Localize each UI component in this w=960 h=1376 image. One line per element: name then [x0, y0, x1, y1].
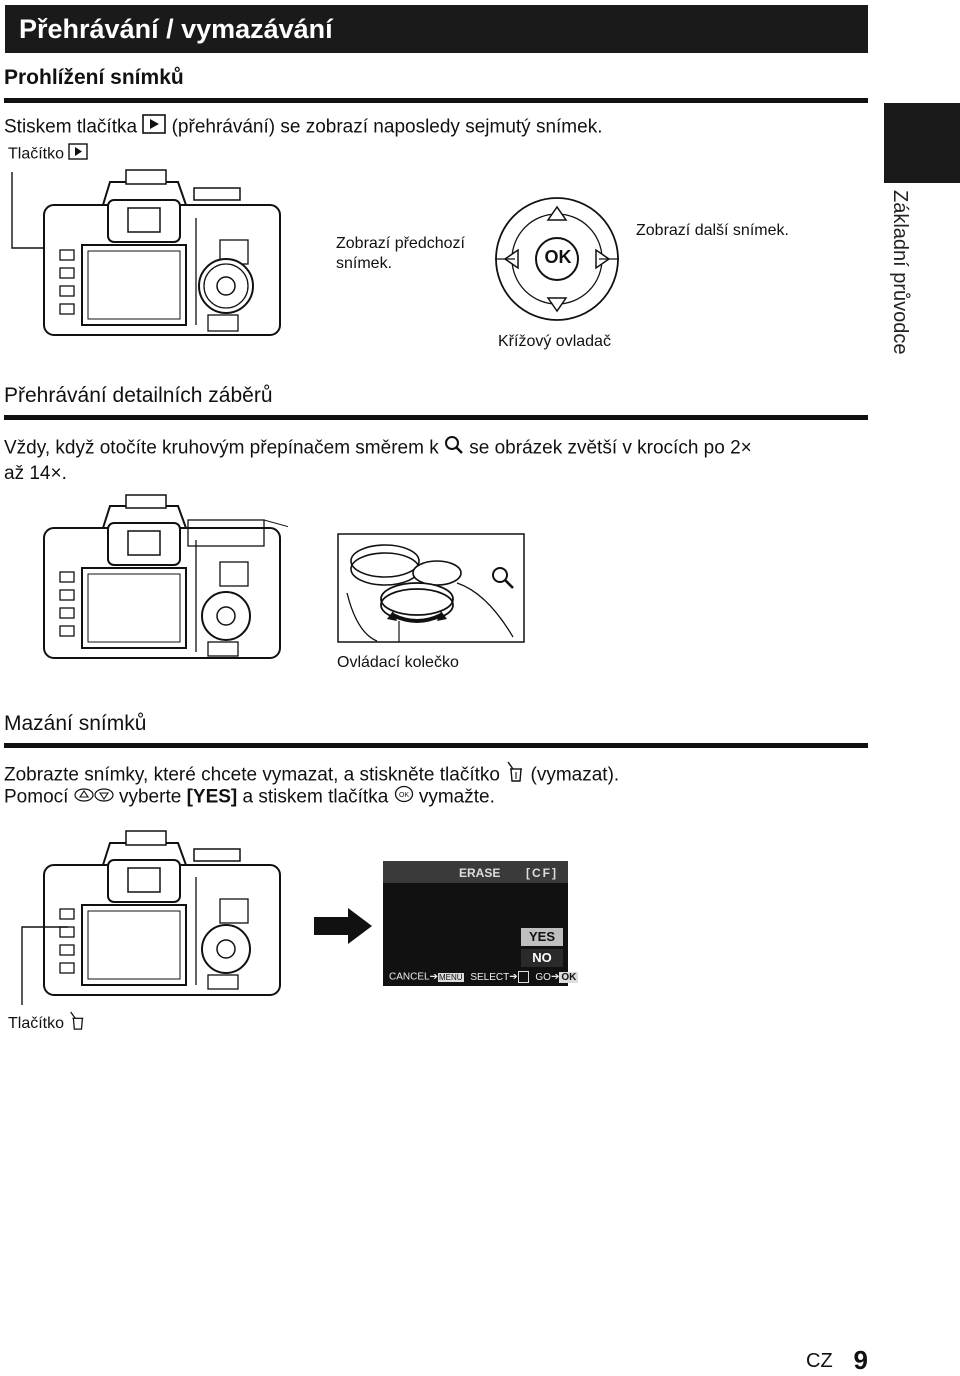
erase-button-label: Tlačítko: [8, 1015, 65, 1033]
section3-line2: Pomocí vyberte [YES] a stiskem tlačítka …: [4, 785, 495, 810]
yes-option-text: [YES]: [186, 786, 238, 808]
side-tab-label: Základní průvodce: [889, 190, 911, 355]
section3-line1-after: (vymazat).: [530, 764, 620, 786]
section3-line1-before: Zobrazte snímky, které chcete vymazat, a…: [4, 764, 500, 786]
lcd-ok-key: OK: [559, 971, 579, 983]
play-icon: [142, 114, 167, 141]
lcd-card: [CF]: [526, 866, 558, 880]
next-image-label: Zobrazí další snímek.: [636, 222, 789, 239]
section2-text: Vždy, když otočíte kruhovým přepínačem s…: [4, 435, 864, 486]
camera-back-illustration: [43, 494, 288, 659]
play-button-callout: Tlačítko: [8, 143, 89, 166]
section2-text-line2: až 14×.: [4, 463, 67, 484]
trash-icon: [68, 1011, 86, 1037]
camera-back-illustration: [11, 169, 281, 336]
erase-lcd-screen: ERASE [CF] YES NO CANCEL➔MENU SELECT➔ GO…: [383, 861, 579, 986]
section-rule: [4, 98, 868, 103]
lcd-yes-option: YES: [521, 928, 563, 946]
lcd-no-option: NO: [521, 949, 563, 967]
section1-text-after: (přehrávání) se zobrazí naposledy sejmut…: [171, 116, 603, 138]
side-tab-marker: [884, 103, 960, 183]
dial-label: Ovládací kolečko: [337, 654, 459, 671]
section3-line2-c: a stiskem tlačítka: [242, 786, 389, 808]
lcd-go-label: GO: [535, 971, 551, 983]
play-button-label: Tlačítko: [8, 145, 65, 163]
lcd-footer: CANCEL➔MENU SELECT➔ GO➔OK: [389, 971, 579, 983]
lcd-select-label: SELECT: [470, 971, 510, 983]
magnify-icon: [492, 567, 514, 589]
dial-closeup-illustration: [337, 533, 525, 643]
section3-line1: Zobrazte snímky, které chcete vymazat, a…: [4, 761, 619, 790]
lcd-title: ERASE: [459, 866, 501, 880]
section3-line2-b: vyberte: [118, 786, 182, 808]
section1-text-before: Stiskem tlačítka: [4, 116, 138, 138]
up-down-arrow-icon: [74, 786, 114, 810]
play-icon: [68, 143, 89, 166]
page-number: 9: [853, 1345, 868, 1375]
language-code: CZ: [806, 1350, 833, 1372]
ok-circle-icon: OK: [394, 785, 414, 810]
lcd-select-key-icon: [517, 971, 529, 983]
magnify-icon: [444, 435, 464, 462]
section-heading-erase: Mazání snímků: [4, 712, 147, 735]
ok-button-label: OK: [544, 247, 572, 267]
section-heading-view: Prohlížení snímků: [4, 66, 184, 89]
section-heading-closeup: Přehrávání detailních záběrů: [4, 384, 273, 407]
page-title: Přehrávání / vymazávání: [5, 5, 868, 53]
section3-line2-a: Pomocí: [4, 786, 69, 808]
section2-text-before: Vždy, když otočíte kruhovým přepínačem s…: [4, 437, 439, 459]
prev-image-label: Zobrazí předchozí snímek.: [336, 235, 465, 272]
section2-text-after: se obrázek zvětší v krocích po 2×: [469, 437, 752, 459]
section-rule: [4, 743, 868, 748]
erase-button-callout: Tlačítko: [8, 1011, 86, 1037]
lcd-menu-key: MENU: [437, 972, 464, 982]
arrow-pad-illustration: [495, 197, 619, 321]
camera-back-illustration: [21, 830, 281, 1005]
arrow-pad-label: Křížový ovladač: [498, 333, 611, 350]
lcd-cancel-label: CANCEL: [389, 971, 430, 983]
section-rule: [4, 415, 868, 420]
svg-text:OK: OK: [398, 792, 408, 799]
trash-icon: [505, 761, 525, 790]
section3-line2-d: vymažte.: [418, 786, 495, 808]
section1-text: Stiskem tlačítka (přehrávání) se zobrazí…: [4, 114, 602, 141]
lcd-header: [383, 861, 568, 883]
arrow-right-icon: [314, 908, 372, 944]
